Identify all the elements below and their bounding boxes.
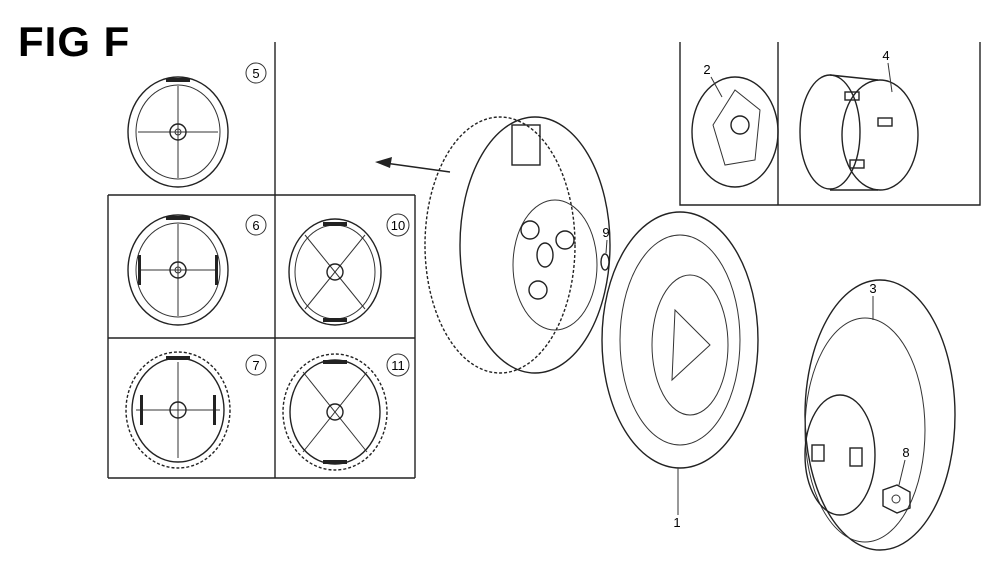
callout-8: 8	[902, 445, 909, 460]
svg-text:11: 11	[391, 358, 405, 373]
figure-title: FIG F	[18, 18, 131, 65]
flywheel	[424, 116, 611, 374]
callout-6: 6	[245, 214, 267, 236]
callout-7: 7	[245, 354, 267, 376]
rotor-variant-5	[127, 76, 229, 188]
rotor-variant-11	[282, 353, 388, 471]
fan-cover	[804, 279, 956, 551]
plate-part-2	[691, 76, 779, 188]
callout-11: 11	[386, 353, 410, 377]
svg-text:6: 6	[252, 218, 259, 233]
callout-10: 10	[386, 213, 410, 237]
callout-3: 3	[869, 281, 876, 296]
rotor-variant-10	[288, 218, 382, 326]
svg-text:7: 7	[252, 358, 259, 373]
svg-text:10: 10	[391, 218, 405, 233]
callout-9: 9	[602, 225, 609, 240]
rotor-variant-7	[125, 351, 231, 469]
rotor-variant-6	[127, 214, 229, 326]
variant-grid	[107, 42, 416, 479]
callout-5: 5	[245, 62, 267, 84]
callout-4: 4	[882, 48, 889, 63]
inset-box	[679, 42, 981, 206]
nut	[882, 484, 911, 514]
callout-2: 2	[703, 62, 710, 77]
svg-text:5: 5	[252, 66, 259, 81]
cup-part-4	[799, 74, 919, 191]
cooling-fan	[601, 211, 759, 469]
leader-lines	[605, 62, 906, 515]
key	[600, 253, 610, 271]
callout-1: 1	[673, 515, 680, 530]
